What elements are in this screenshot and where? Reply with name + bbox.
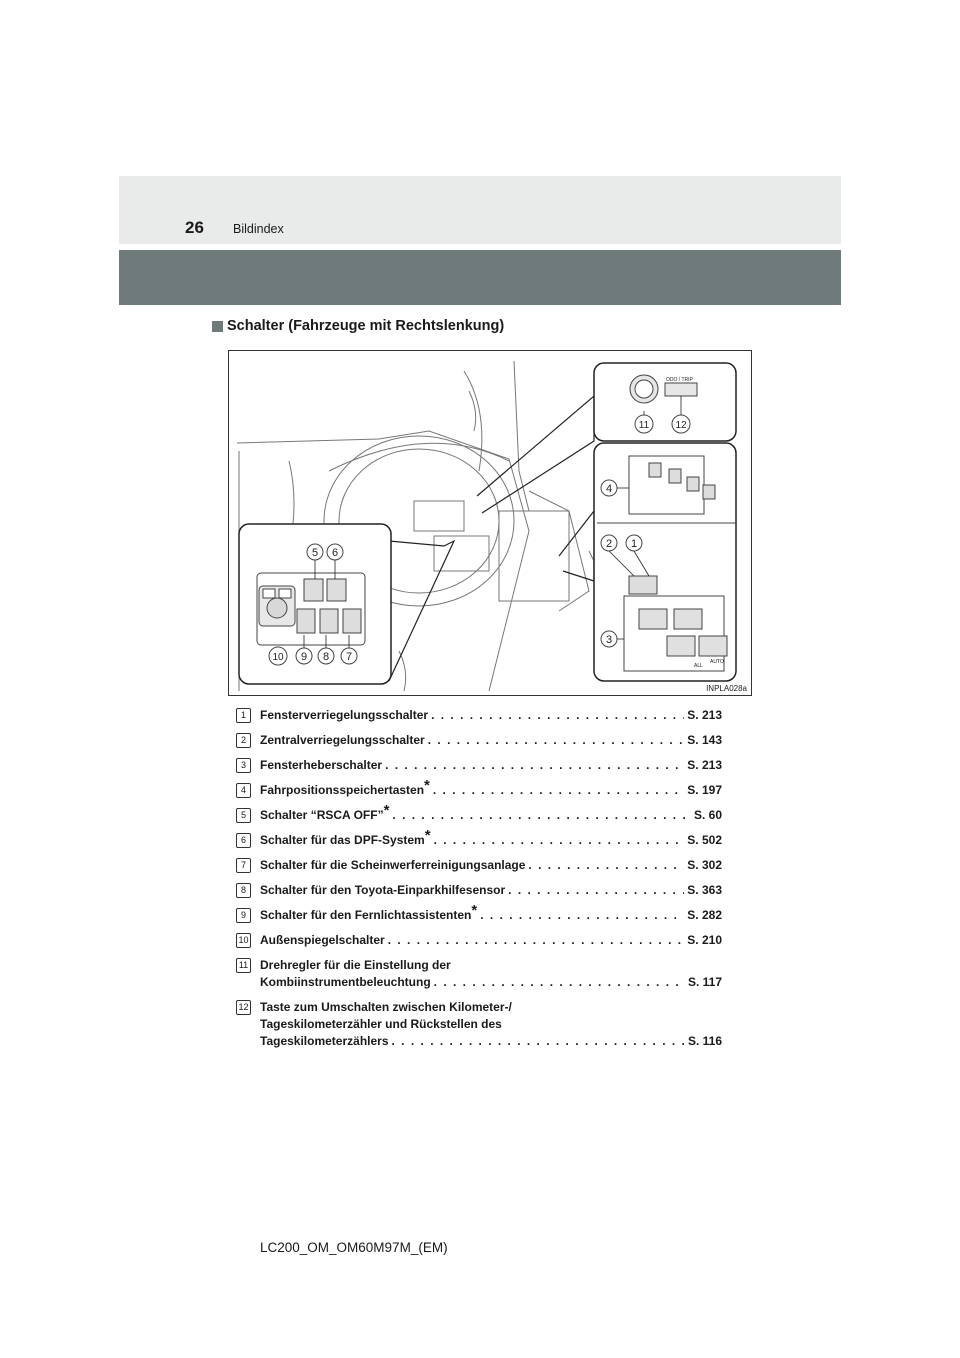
section-label: Bildindex [233,222,284,236]
item-number: 4 [236,783,251,798]
svg-text:7: 7 [346,651,352,663]
item-page-ref[interactable]: S. 60 [693,808,722,822]
svg-text:12: 12 [675,420,687,431]
list-item: 6 Schalter für das DPF-System* S. 502 [236,828,722,849]
item-label: Fahrpositionsspeichertasten [260,783,425,797]
item-number: 9 [236,908,251,923]
item-label: Zentralverriegelungsschalter [260,733,425,747]
item-label-line: Drehregler für die Einstellung der [260,958,451,972]
chapter-band [119,250,841,305]
item-number: 12 [236,1000,251,1015]
item-page-ref[interactable]: S. 143 [687,733,722,747]
item-number: 11 [236,958,251,973]
item-label: Schalter “RSCA OFF” [260,808,384,822]
list-item: 12 Taste zum Umschalten zwischen Kilomet… [236,999,722,1050]
inset-left-panel [238,523,392,685]
item-page-ref[interactable]: S. 363 [687,883,722,897]
list-item: 4 Fahrpositionsspeichertasten* S. 197 [236,778,722,799]
item-label: Kombiinstrumentbeleuchtung [260,975,431,989]
page-number: 26 [185,218,204,237]
list-item: 5 Schalter “RSCA OFF”* S. 60 [236,803,722,824]
item-page-ref[interactable]: S. 210 [687,933,722,947]
item-label-line: Tageskilometerzähler und Rückstellen des [260,1017,502,1031]
item-label-line: Taste zum Umschalten zwischen Kilometer-… [260,1000,512,1014]
asterisk-icon: * [383,802,390,819]
svg-text:9: 9 [301,651,307,663]
item-number: 1 [236,708,251,723]
callout-7: 7 [340,647,358,665]
callout-markers: 5 6 10 9 8 7 11 12 4 2 1 3 [268,414,691,666]
item-page-ref[interactable]: S. 213 [687,758,722,772]
callout-1: 1 [625,534,643,552]
callout-11: 11 [634,414,654,434]
list-item: 1 Fensterverriegelungsschalter S. 213 [236,707,722,724]
section-title: Schalter (Fahrzeuge mit Rechtslenkung) [212,318,504,334]
svg-text:8: 8 [323,651,329,663]
item-page-ref[interactable]: S. 116 [687,1034,722,1048]
callout-5: 5 [306,543,324,561]
list-item: 3 Fensterheberschalter S. 213 [236,757,722,774]
callout-4: 4 [600,479,618,497]
document-footer: LC200_OM_OM60M97M_(EM) [260,1240,448,1255]
asterisk-icon: * [471,902,478,919]
all-label: ALL [694,663,703,669]
asterisk-icon: * [424,777,430,794]
item-number: 3 [236,758,251,773]
item-number: 6 [236,833,251,848]
item-page-ref[interactable]: S. 502 [687,833,722,847]
item-page-ref[interactable]: S. 282 [687,908,722,922]
section-square-icon [212,320,223,332]
callout-12: 12 [671,414,691,434]
item-label: Schalter für die Scheinwerferreinigungsa… [260,858,526,872]
list-item: 11 Drehregler für die Einstellung der Ko… [236,957,722,991]
odo-trip-label: ODO / TRIP [666,377,694,383]
inset-door-panel: ALL AUTO [593,442,737,682]
figure-code: INPLA028a [706,684,747,693]
callout-3: 3 [600,630,618,648]
item-page-ref[interactable]: S. 213 [687,708,722,722]
svg-text:3: 3 [606,634,612,646]
auto-label: AUTO [710,659,724,665]
item-label: Schalter für den Fernlichtassistenten [260,908,472,922]
list-item: 2 Zentralverriegelungsschalter S. 143 [236,732,722,749]
item-label: Schalter für das DPF-System [260,833,425,847]
list-item: 10 Außenspiegelschalter S. 210 [236,932,722,949]
item-label: Schalter für den Toyota-Einparkhilfesens… [260,883,506,897]
item-label: Fensterverriegelungsschalter [260,708,429,722]
asterisk-icon: * [424,827,431,844]
list-item: 8 Schalter für den Toyota-Einparkhilfese… [236,882,722,899]
list-item: 9 Schalter für den Fernlichtassistenten*… [236,903,722,924]
switch-list: 1 Fensterverriegelungsschalter S. 213 2 Z… [236,707,722,1058]
callout-8: 8 [317,647,335,665]
callout-9: 9 [295,647,313,665]
callout-10: 10 [268,646,288,666]
svg-text:6: 6 [332,547,338,559]
callout-2: 2 [600,534,618,552]
svg-text:11: 11 [639,420,650,431]
item-page-ref[interactable]: S. 302 [687,858,722,872]
item-number: 8 [236,883,251,898]
item-number: 10 [236,933,251,948]
header-band [119,176,841,244]
svg-text:1: 1 [631,538,637,550]
item-label: Tageskilometerzählers [260,1034,389,1048]
svg-text:4: 4 [606,483,612,495]
svg-text:10: 10 [272,652,284,663]
item-label: Außenspiegelschalter [260,933,385,947]
section-title-text: Schalter (Fahrzeuge mit Rechtslenkung) [227,318,505,334]
item-number: 5 [236,808,251,823]
item-number: 2 [236,733,251,748]
item-number: 7 [236,858,251,873]
item-label: Fensterheberschalter [260,758,383,772]
svg-text:5: 5 [312,547,318,559]
item-page-ref[interactable]: S. 197 [687,783,722,797]
callout-6: 6 [326,543,344,561]
inset-odo-panel: ODO / TRIP [593,362,737,442]
switch-illustration: ODO / TRIP ALL AUTO [228,350,752,696]
item-page-ref[interactable]: S. 117 [687,975,722,989]
list-item: 7 Schalter für die Scheinwerferreinigung… [236,857,722,874]
svg-text:2: 2 [606,538,612,550]
